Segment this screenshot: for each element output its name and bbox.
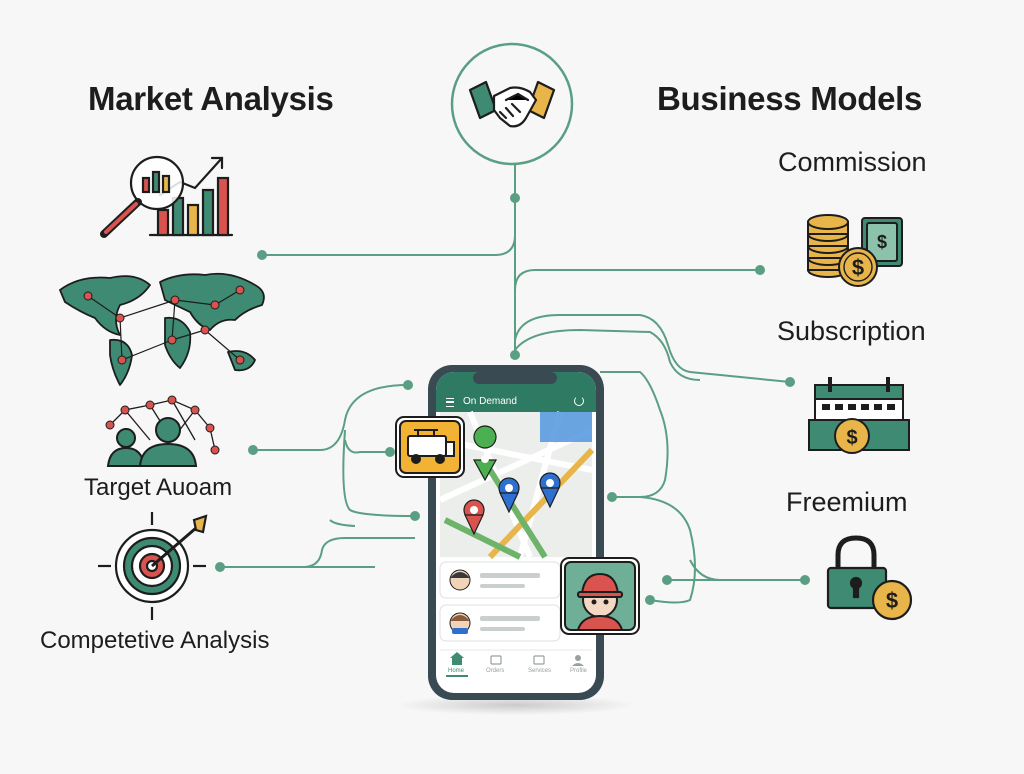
courier-avatar-icon (560, 557, 640, 635)
hamburger-icon[interactable] (446, 398, 454, 407)
coins-money-icon: $ $ (807, 214, 903, 287)
delivery-truck-icon (395, 416, 465, 478)
svg-text:$: $ (852, 255, 864, 280)
avatar (449, 569, 471, 591)
nav-label-services: Services (528, 668, 552, 674)
svg-text:$: $ (877, 232, 887, 252)
market-chart-icon (100, 155, 234, 238)
map-pin-blue-icon-2 (539, 472, 561, 509)
calendar-dollar-icon: $ (808, 377, 910, 454)
svg-text:$: $ (886, 588, 898, 613)
connector-lines (215, 165, 810, 605)
world-map-icon (59, 272, 265, 386)
svg-text:$: $ (846, 427, 857, 449)
label-freemium: Freemium (786, 487, 908, 517)
label-target-audience: Target Auoam (84, 474, 233, 501)
nav-orders-icon[interactable] (490, 655, 502, 665)
nav-home-icon[interactable] (446, 652, 468, 677)
label-commission: Commission (778, 147, 927, 177)
heading-business-models: Business Models (657, 80, 923, 117)
nav-profile-icon[interactable] (572, 655, 584, 666)
map-pin-green-icon (472, 425, 498, 482)
handshake-icon (468, 80, 556, 128)
target-dart-icon (98, 512, 208, 620)
label-subscription: Subscription (777, 316, 926, 346)
label-competitive-analysis: Competetive Analysis (40, 627, 270, 654)
nav-label-profile: Profile (570, 668, 588, 674)
padlock-dollar-icon: $ (826, 535, 913, 621)
nav-label-home: Home (448, 668, 465, 674)
map-pin-red-icon (463, 499, 485, 536)
audience-network-icon (105, 395, 220, 467)
nav-label-orders: Orders (486, 668, 505, 674)
avatar-2 (449, 612, 471, 634)
map-pin-blue-icon (498, 477, 520, 514)
phone-app-title: On Demand (463, 396, 517, 407)
nav-services-icon[interactable] (533, 655, 545, 665)
heading-market-analysis: Market Analysis (88, 80, 334, 117)
refresh-icon[interactable] (574, 396, 584, 406)
